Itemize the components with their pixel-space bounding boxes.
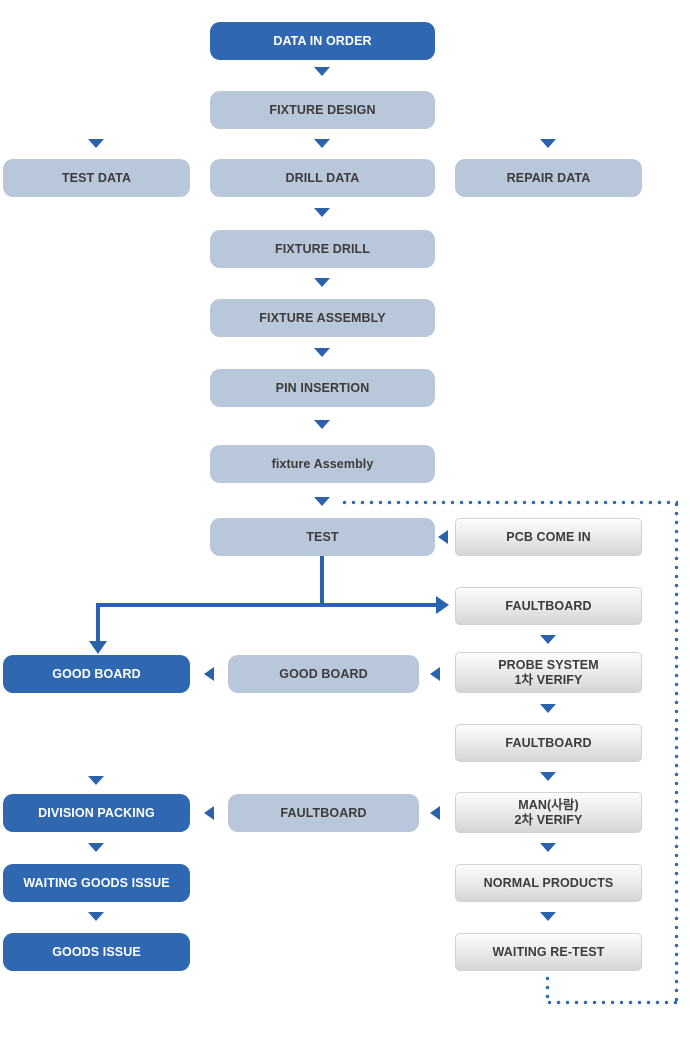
arrow-down-icon bbox=[540, 772, 556, 781]
node-test-data: TEST DATA bbox=[3, 159, 190, 197]
node-label: WAITING GOODS ISSUE bbox=[23, 875, 170, 890]
node-goods-issue: GOODS ISSUE bbox=[3, 933, 190, 971]
node-label: FAULTBOARD bbox=[280, 805, 367, 820]
arrow-down-icon bbox=[540, 843, 556, 852]
connector-test-stem bbox=[320, 556, 324, 607]
node-good-board-mid: GOOD BOARD bbox=[228, 655, 419, 693]
arrow-down-head-icon bbox=[89, 641, 107, 654]
node-normal-products: NORMAL PRODUCTS bbox=[455, 864, 642, 902]
node-probe-system-verify: PROBE SYSTEM 1차 VERIFY bbox=[455, 652, 642, 693]
node-fixture-design: FIXTURE DESIGN bbox=[210, 91, 435, 129]
node-data-in-order: DATA IN ORDER bbox=[210, 22, 435, 60]
arrow-down-icon bbox=[314, 139, 330, 148]
node-label: GOOD BOARD bbox=[279, 666, 368, 681]
node-label: WAITING RE-TEST bbox=[492, 944, 605, 959]
node-good-board-left: GOOD BOARD bbox=[3, 655, 190, 693]
arrow-down-icon bbox=[88, 776, 104, 785]
node-waiting-goods-issue: WAITING GOODS ISSUE bbox=[3, 864, 190, 902]
dotted-loop-right bbox=[674, 500, 679, 1005]
node-man-verify: MAN(사람) 2차 VERIFY bbox=[455, 792, 642, 833]
node-fixture-drill: FIXTURE DRILL bbox=[210, 230, 435, 268]
node-label: NORMAL PRODUCTS bbox=[483, 875, 614, 890]
node-label: fixture Assembly bbox=[271, 456, 374, 471]
node-label-line2: 2차 VERIFY bbox=[514, 812, 583, 827]
node-waiting-re-test: WAITING RE-TEST bbox=[455, 933, 642, 971]
arrow-left-icon bbox=[438, 530, 448, 544]
arrow-down-icon bbox=[314, 67, 330, 76]
node-fixture-assembly-2: fixture Assembly bbox=[210, 445, 435, 483]
node-label-line1: MAN(사람) bbox=[518, 797, 579, 812]
arrow-down-icon bbox=[540, 139, 556, 148]
node-label: TEST bbox=[306, 529, 339, 544]
node-pin-insertion: PIN INSERTION bbox=[210, 369, 435, 407]
node-label: DATA IN ORDER bbox=[273, 33, 372, 48]
arrow-down-icon bbox=[88, 843, 104, 852]
node-test: TEST bbox=[210, 518, 435, 556]
arrow-left-icon bbox=[204, 806, 214, 820]
arrow-left-icon bbox=[430, 806, 440, 820]
dotted-loop-bottom bbox=[545, 1000, 679, 1005]
arrow-down-icon bbox=[88, 139, 104, 148]
arrow-down-icon bbox=[314, 278, 330, 287]
node-fixture-assembly: FIXTURE ASSEMBLY bbox=[210, 299, 435, 337]
node-drill-data: DRILL DATA bbox=[210, 159, 435, 197]
node-label: GOODS ISSUE bbox=[52, 944, 141, 959]
node-label: TEST DATA bbox=[61, 170, 132, 185]
node-label: FIXTURE DRILL bbox=[274, 241, 371, 256]
node-pcb-come-in: PCB COME IN bbox=[455, 518, 642, 556]
node-label: GOOD BOARD bbox=[52, 666, 141, 681]
dotted-loop-stem bbox=[545, 974, 550, 1002]
node-division-packing: DIVISION PACKING bbox=[3, 794, 190, 832]
node-label: FIXTURE ASSEMBLY bbox=[259, 310, 386, 325]
node-repair-data: REPAIR DATA bbox=[455, 159, 642, 197]
node-label: PCB COME IN bbox=[506, 529, 591, 544]
arrow-down-icon bbox=[314, 420, 330, 429]
arrow-right-head-icon bbox=[436, 596, 449, 614]
node-label: PIN INSERTION bbox=[275, 380, 370, 395]
arrow-left-icon bbox=[430, 667, 440, 681]
node-label: DIVISION PACKING bbox=[38, 805, 155, 820]
connector-branch-horizontal bbox=[96, 603, 437, 607]
node-label: FIXTURE DESIGN bbox=[269, 102, 376, 117]
node-label-line1: PROBE SYSTEM bbox=[498, 657, 599, 672]
node-label-line2: 1차 VERIFY bbox=[514, 672, 583, 687]
node-label: FAULTBOARD bbox=[505, 735, 592, 750]
node-faultboard-mid: FAULTBOARD bbox=[228, 794, 419, 832]
arrow-down-icon bbox=[540, 704, 556, 713]
node-label: DRILL DATA bbox=[285, 170, 360, 185]
arrow-down-icon bbox=[314, 208, 330, 217]
node-label: REPAIR DATA bbox=[506, 170, 591, 185]
arrow-down-icon bbox=[314, 497, 330, 506]
arrow-down-icon bbox=[540, 912, 556, 921]
node-label: FAULTBOARD bbox=[505, 598, 592, 613]
arrow-down-icon bbox=[314, 348, 330, 357]
node-faultboard-1: FAULTBOARD bbox=[455, 587, 642, 625]
node-faultboard-2: FAULTBOARD bbox=[455, 724, 642, 762]
dotted-loop-top bbox=[340, 500, 678, 505]
arrow-down-icon bbox=[88, 912, 104, 921]
arrow-down-icon bbox=[540, 635, 556, 644]
connector-branch-left-drop bbox=[96, 603, 100, 643]
arrow-left-icon bbox=[204, 667, 214, 681]
